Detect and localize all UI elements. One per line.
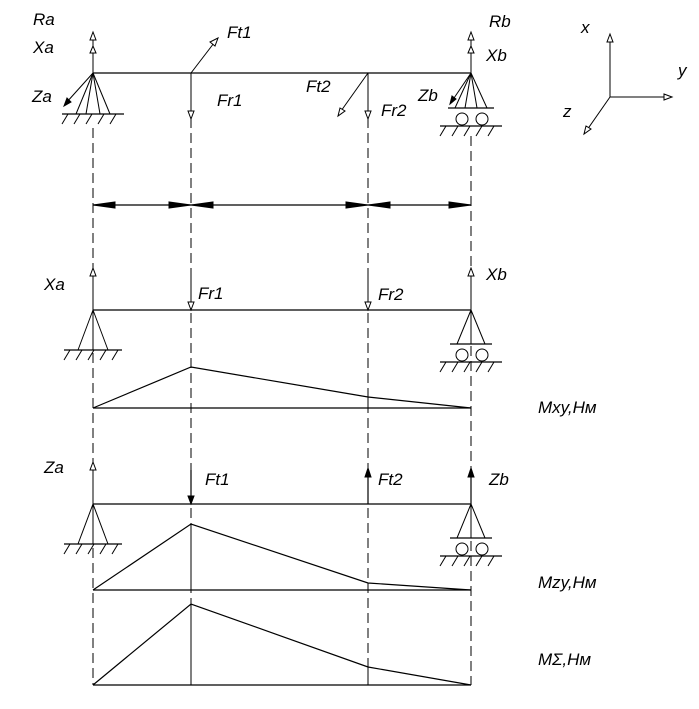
xy-plane-scheme: Xa Fr1 Fr2 Xb (43, 265, 507, 373)
label-mzy: Mzy,Нм (538, 573, 597, 592)
support-a (61, 72, 124, 125)
dimension-line (92, 201, 472, 209)
ft1-arrow (190, 42, 215, 74)
support-b (439, 72, 502, 137)
label-xb-xy: Xb (485, 265, 507, 284)
label-ft1-zy: Ft1 (205, 470, 230, 489)
label-fr2-top: Fr2 (381, 101, 407, 120)
label-msum: MΣ,Нм (538, 650, 591, 669)
axis-z-label: z (562, 102, 572, 121)
label-za-zy: Za (43, 458, 64, 477)
label-ra: Ra (33, 10, 55, 29)
za-arrow (65, 72, 94, 104)
label-mxy: Mxy,Нм (538, 398, 597, 417)
label-fr1-top: Fr1 (217, 91, 243, 110)
zy-plane-scheme: Za Ft1 Ft2 Zb (43, 458, 509, 567)
label-ft2-top: Ft2 (306, 77, 331, 96)
label-xa-xy: Xa (43, 275, 65, 294)
label-zb-top: Zb (417, 86, 438, 105)
label-fr1-xy: Fr1 (198, 284, 224, 303)
ft2-arrow (340, 72, 369, 112)
msum-diagram: MΣ,Нм (92, 603, 591, 686)
label-fr2-xy: Fr2 (378, 285, 404, 304)
label-rb: Rb (489, 12, 511, 31)
axis-x-label: x (580, 18, 590, 37)
label-xa-top: Xa (32, 38, 54, 57)
label-za-top: Za (31, 87, 52, 106)
label-xb-top: Xb (485, 46, 507, 65)
zb-arrow (451, 72, 472, 102)
spatial-scheme: Ra Xa Za Ft1 Fr1 Ft2 Fr2 Rb Xb Zb (31, 10, 511, 137)
mzy-diagram: Mzy,Нм (92, 523, 597, 592)
axis-y-label: y (677, 61, 688, 80)
axes-triad: x y z (562, 18, 688, 136)
label-ft2-zy: Ft2 (378, 470, 403, 489)
label-ft1-top: Ft1 (227, 23, 252, 42)
label-zb-zy: Zb (488, 470, 509, 489)
mxy-diagram: Mxy,Нм (92, 366, 597, 417)
